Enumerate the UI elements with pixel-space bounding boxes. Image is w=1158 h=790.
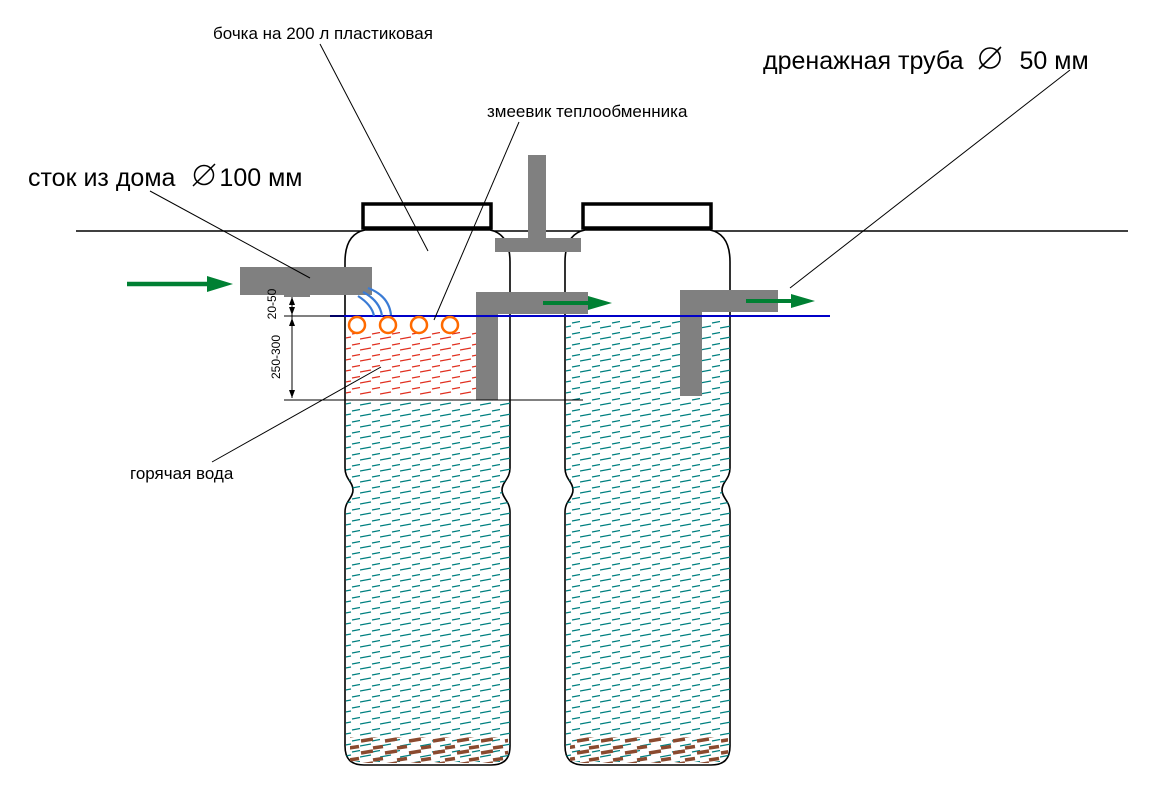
leader-coil-label: [433, 121, 520, 321]
outlet-pipe: [680, 290, 778, 396]
leader-drain-label: [789, 69, 1071, 289]
flow-arrow-transfer: [543, 296, 612, 310]
leader-hot-water-label: [211, 366, 382, 463]
drain-diameter-text: 50 мм: [1019, 47, 1089, 75]
transfer-pipe: [476, 292, 588, 400]
drain-pipe-label-text: дренажная труба: [763, 47, 964, 75]
sediment-barrel-1: [350, 737, 508, 763]
inlet-diameter-text: 100 мм: [219, 164, 303, 192]
leader-barrel-label: [319, 43, 429, 252]
water-hatch-barrel-1: [346, 400, 510, 762]
dimension-arrowheads: [289, 297, 295, 398]
coil-label: змеевик теплообменника: [487, 102, 688, 121]
heat-exchanger-coil: [347, 315, 460, 335]
diameter-icon: [189, 160, 219, 197]
flow-arrow-outlet: [746, 294, 815, 308]
barrel-2-lid: [581, 202, 713, 230]
sediment-barrel-2: [570, 737, 728, 763]
dimension-label-large: 250-300: [269, 334, 283, 380]
water-hatch-barrel-2: [566, 320, 730, 762]
drain-pipe-label: дренажная труба 50 мм: [763, 42, 1089, 81]
dimension-label-small: 20-50: [265, 288, 279, 320]
barrel-1-lid: [361, 202, 493, 230]
hot-water-hatch: [346, 332, 496, 398]
inlet-label-text: сток из дома: [28, 164, 176, 192]
inlet-splash: [357, 286, 393, 317]
flow-arrow-inlet: [127, 276, 233, 292]
hot-water-label: горячая вода: [130, 464, 234, 483]
barrel-label: бочка на 200 л пластиковая: [213, 24, 433, 43]
inlet-pipe: [240, 267, 372, 295]
diameter-icon: [974, 42, 1006, 81]
inlet-label: сток из дома 100 мм: [28, 160, 302, 197]
vent-pipe: [495, 155, 581, 252]
leader-inlet-label: [149, 190, 311, 279]
leader-lines: [149, 43, 1071, 463]
